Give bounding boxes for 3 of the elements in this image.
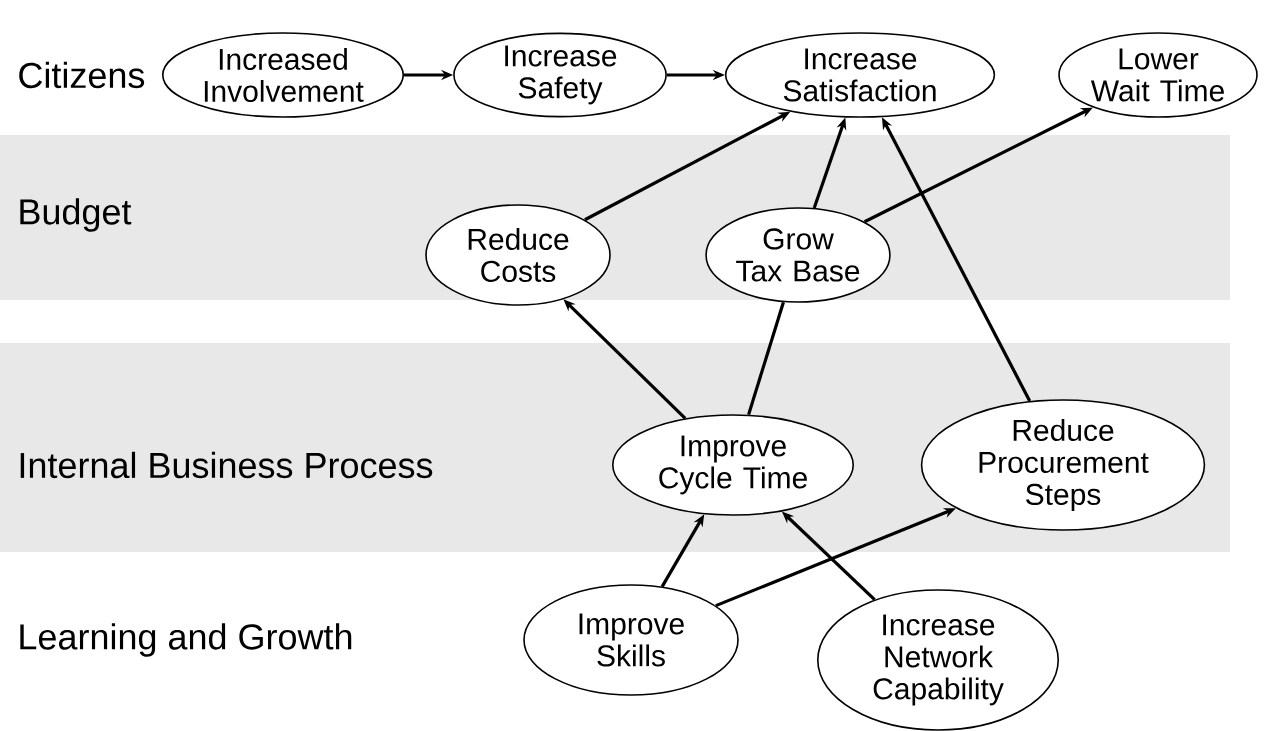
row-label: Learning and Growth [20, 623, 352, 657]
row-label: Budget [20, 198, 132, 232]
row-label: Internal Business Process [20, 451, 433, 479]
